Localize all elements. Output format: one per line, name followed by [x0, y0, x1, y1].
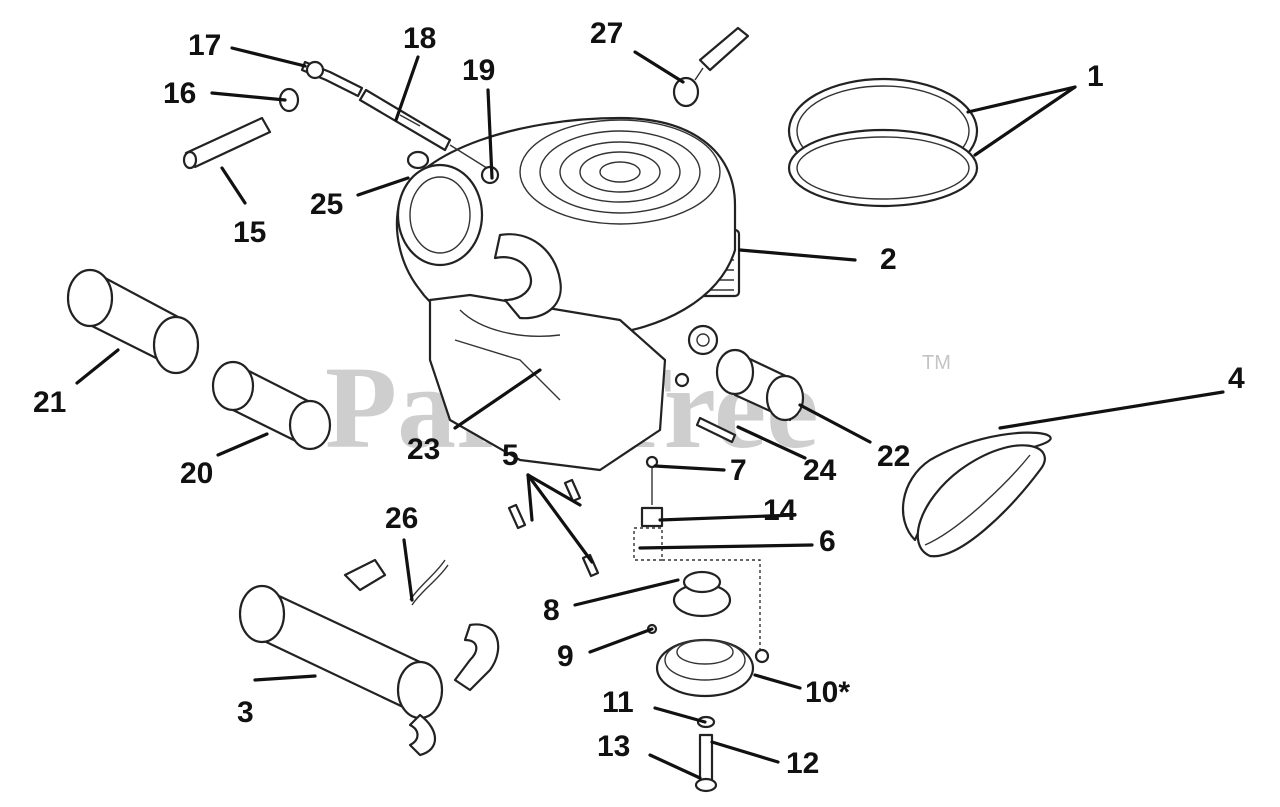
- part-27-fitting: [672, 26, 750, 108]
- part-13-nut: [694, 777, 718, 793]
- part-5-bolts: [507, 478, 600, 578]
- callout-19[interactable]: 19: [462, 54, 495, 87]
- watermark-trademark: TM: [922, 352, 951, 374]
- callout-labels: 1 2 3 4 5 6 7 8 9 10* 11 12 13 14 15 16 …: [33, 17, 1245, 780]
- callout-8[interactable]: 8: [543, 594, 560, 627]
- callout-14[interactable]: 14: [763, 494, 797, 527]
- part-21-sleeve: [66, 268, 200, 375]
- callout-26[interactable]: 26: [385, 502, 418, 535]
- callout-21[interactable]: 21: [33, 386, 66, 419]
- callout-13[interactable]: 13: [597, 730, 630, 763]
- part-7-bolt: [645, 455, 659, 505]
- part-4-belt: [901, 431, 1052, 558]
- callout-9[interactable]: 9: [557, 640, 574, 673]
- part-26-spring: [409, 559, 449, 606]
- callout-1[interactable]: 1: [1087, 60, 1104, 93]
- callout-7[interactable]: 7: [730, 454, 747, 487]
- part-20-sleeve: [211, 360, 332, 451]
- part-12-bolt: [698, 733, 714, 787]
- part-25-pin: [406, 150, 430, 170]
- callout-16[interactable]: 16: [163, 77, 196, 110]
- callout-12[interactable]: 12: [786, 747, 819, 780]
- part-18-shaft: [358, 88, 491, 171]
- callout-5[interactable]: 5: [502, 439, 519, 472]
- callout-24[interactable]: 24: [803, 454, 837, 487]
- part-17-rod: [300, 60, 364, 98]
- part-3-tube-assembly: [238, 558, 500, 757]
- part-8-hub: [672, 570, 732, 618]
- callout-4[interactable]: 4: [1228, 362, 1245, 395]
- main-housing: [395, 116, 737, 472]
- callout-3[interactable]: 3: [237, 696, 254, 729]
- callout-11[interactable]: 11: [602, 686, 634, 719]
- callout-20[interactable]: 20: [180, 457, 213, 490]
- callout-18[interactable]: 18: [403, 22, 436, 55]
- callout-6[interactable]: 6: [819, 525, 836, 558]
- part-24-bolt: [674, 372, 737, 444]
- callout-25[interactable]: 25: [310, 188, 343, 221]
- callout-15[interactable]: 15: [233, 216, 266, 249]
- part-15-pin: [182, 116, 272, 170]
- part-14-spacer: [640, 506, 664, 528]
- callout-27[interactable]: 27: [590, 17, 623, 50]
- part-10-pulley: [655, 638, 770, 698]
- leader-lines: [75, 46, 1225, 780]
- callout-22[interactable]: 22: [877, 440, 910, 473]
- part-1-belts: [787, 77, 979, 208]
- callout-10[interactable]: 10*: [805, 676, 850, 709]
- callout-17[interactable]: 17: [188, 29, 221, 62]
- part-22-roller: [687, 324, 805, 422]
- callout-2[interactable]: 2: [880, 243, 897, 276]
- part-19-nut: [480, 165, 500, 185]
- callout-23[interactable]: 23: [407, 433, 440, 466]
- part-6-bracket: [633, 527, 761, 650]
